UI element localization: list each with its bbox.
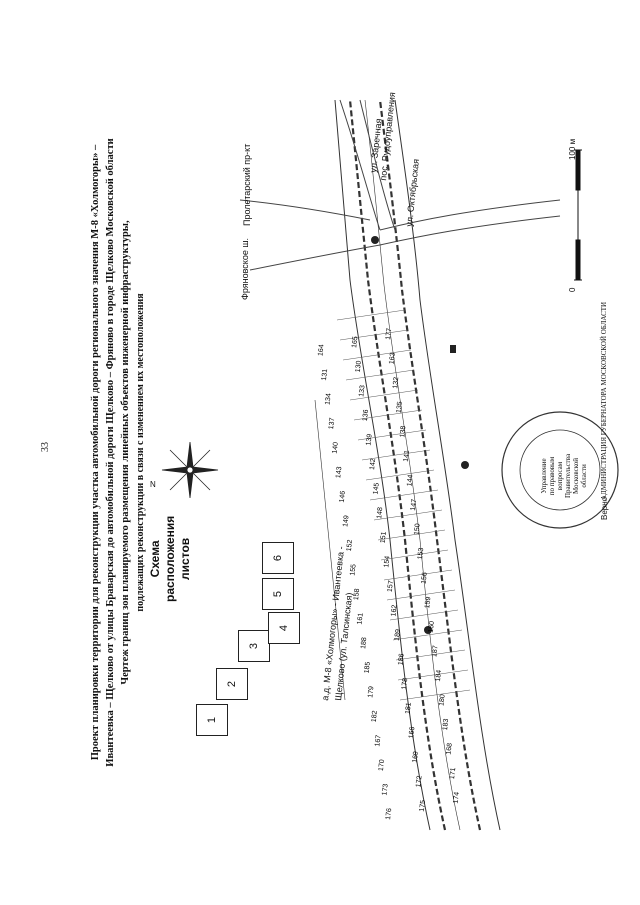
parcel-label: 186 — [397, 653, 405, 665]
sheet-6[interactable]: 6 — [262, 542, 294, 574]
parcel-label: 167 — [374, 735, 382, 747]
parcel-label: 148 — [376, 507, 384, 519]
sheet-5[interactable]: 5 — [262, 578, 294, 610]
parcel-label: 162 — [390, 604, 398, 616]
sheet-4[interactable]: 4 — [268, 612, 300, 644]
parcel-labels: 176 175 174 173 172 171 170 169 168 167 166 183 182 1… — [317, 328, 460, 820]
parcel-label: 166 — [408, 726, 416, 738]
sheet-3[interactable]: 3 — [238, 630, 270, 662]
zone-hatching — [336, 309, 471, 701]
parcel-label: 182 — [371, 710, 379, 722]
parcel-label: 159 — [424, 596, 432, 608]
parcel-label: 175 — [419, 800, 427, 812]
parcel-label: 154 — [383, 556, 391, 568]
parcel-label: 137 — [328, 417, 336, 429]
parcel-label: 168 — [446, 743, 454, 755]
cross-streets — [239, 99, 561, 271]
stamp-inner-text: Управление по правовым вопросам Правител… — [540, 453, 588, 498]
parcel-label: 174 — [453, 791, 461, 803]
parcel-label: 189 — [394, 629, 402, 641]
parcel-label: 165 — [351, 336, 359, 348]
parcel-label: 180 — [438, 694, 446, 706]
parcel-label: 179 — [367, 686, 375, 698]
road-corridor — [334, 99, 501, 831]
seal-stamp — [501, 411, 619, 529]
parcel-label: 150 — [414, 523, 422, 535]
parcel-label: 142 — [369, 458, 377, 470]
stamp-outer-text: АДМИНИСТРАЦИЯ ГУБЕРНАТОРА МОСКОВСКОЙ ОБЛ… — [600, 301, 608, 500]
sheet-1[interactable]: 1 — [196, 704, 228, 736]
stamp-sign: Верно — [600, 496, 609, 520]
parcel-label: 153 — [417, 547, 425, 559]
parcel-label: 157 — [387, 580, 395, 592]
scale-max-label: 100 м — [568, 138, 577, 160]
parcel-label: 177 — [385, 328, 393, 340]
parcel-label: 185 — [364, 661, 372, 673]
parcel-label: 149 — [342, 515, 350, 527]
parcel-label: 138 — [399, 425, 407, 437]
parcel-label: 144 — [406, 474, 414, 486]
parcel-label: 135 — [396, 401, 404, 413]
parcel-label: 163 — [389, 352, 397, 364]
parcel-label: 188 — [360, 637, 368, 649]
parcel-label: 155 — [349, 564, 357, 576]
parcel-label: 131 — [321, 368, 329, 380]
street-label-proletarsky: Пролетарский пр-кт — [242, 143, 252, 226]
junction-markers — [371, 236, 469, 634]
compass-rose-icon — [161, 441, 219, 499]
parcel-label: 173 — [381, 783, 389, 795]
parcel-label: 187 — [431, 645, 439, 657]
sheet-2[interactable]: 2 — [216, 668, 248, 700]
parcel-label: 181 — [405, 702, 413, 714]
road-label-leader — [314, 399, 346, 701]
parcel-label: 169 — [412, 751, 420, 763]
parcel-label: 156 — [421, 572, 429, 584]
parcel-label: 130 — [355, 360, 363, 372]
parcel-label: 141 — [403, 450, 411, 462]
compass-north-label: N — [150, 480, 156, 489]
parcel-label: 139 — [365, 434, 373, 446]
scale-zero-label: 0 — [568, 287, 577, 292]
parcel-label: 183 — [442, 718, 450, 730]
parcel-label: 178 — [401, 678, 409, 690]
parcel-label: 171 — [449, 767, 457, 779]
street-label-fryanovskoe: Фряновское ш. — [240, 237, 250, 300]
parcel-label: 161 — [357, 613, 365, 625]
parcel-label: 176 — [385, 808, 393, 820]
parcel-label: 147 — [410, 499, 418, 511]
parcel-label: 152 — [346, 539, 354, 551]
parcel-label: 133 — [358, 385, 366, 397]
parcel-label: 151 — [380, 531, 388, 543]
parcel-label: 170 — [378, 759, 386, 771]
parcel-label: 164 — [317, 344, 325, 356]
parcel-label: 140 — [332, 442, 340, 454]
parcel-label: 134 — [325, 393, 333, 405]
parcel-label: 184 — [435, 669, 443, 681]
parcel-label: 145 — [373, 482, 381, 494]
scale-bar — [574, 149, 582, 281]
parcel-label: 143 — [335, 466, 343, 478]
parcel-label: 132 — [392, 377, 400, 389]
parcel-label: 146 — [339, 490, 347, 502]
parcel-label: 158 — [353, 588, 361, 600]
parcel-label: 160 — [428, 621, 436, 633]
parcel-label: 136 — [362, 409, 370, 421]
parcel-label: 172 — [415, 775, 423, 787]
